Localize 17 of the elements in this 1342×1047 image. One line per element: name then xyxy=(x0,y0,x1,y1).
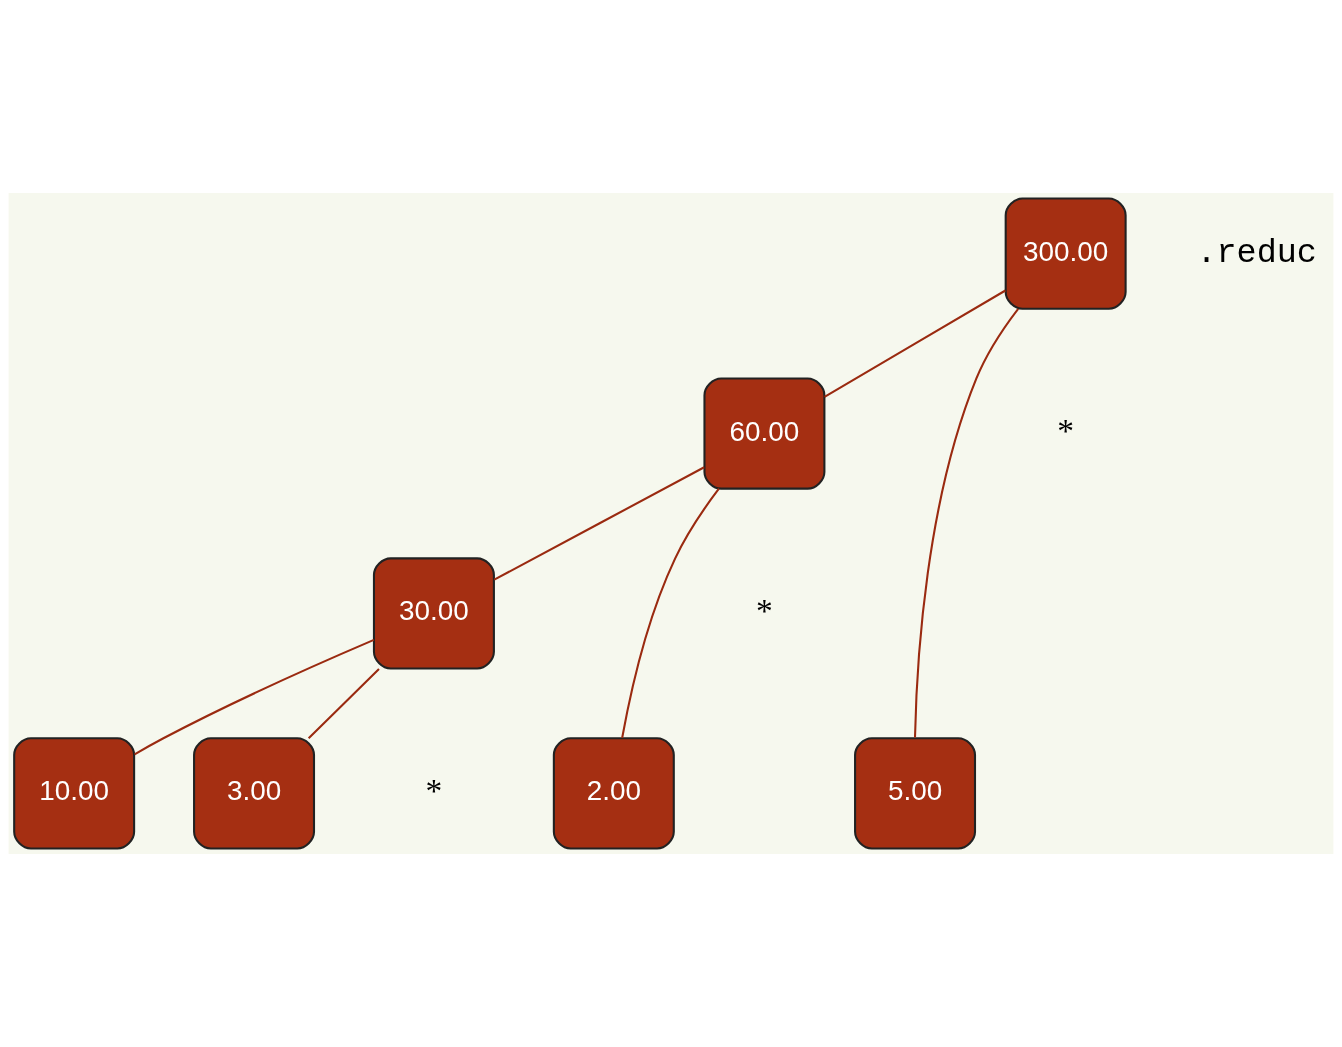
node-box: 3.00 xyxy=(193,737,316,850)
node-box: 60.00 xyxy=(703,377,826,490)
node-box: 5.00 xyxy=(854,737,977,850)
connector xyxy=(621,488,720,739)
node-box: 2.00 xyxy=(552,737,675,850)
connector xyxy=(307,668,380,739)
node-box: 30.00 xyxy=(372,557,495,670)
node-box: 10.00 xyxy=(13,737,136,850)
connector xyxy=(134,638,375,756)
connector xyxy=(493,466,705,581)
label: * xyxy=(756,592,773,630)
label: * xyxy=(1057,412,1075,450)
label: * xyxy=(425,771,443,809)
node-box: 300.00 xyxy=(1004,197,1127,310)
connector xyxy=(913,308,1020,738)
connector xyxy=(824,289,1006,398)
label: .reduc xyxy=(1196,234,1317,273)
